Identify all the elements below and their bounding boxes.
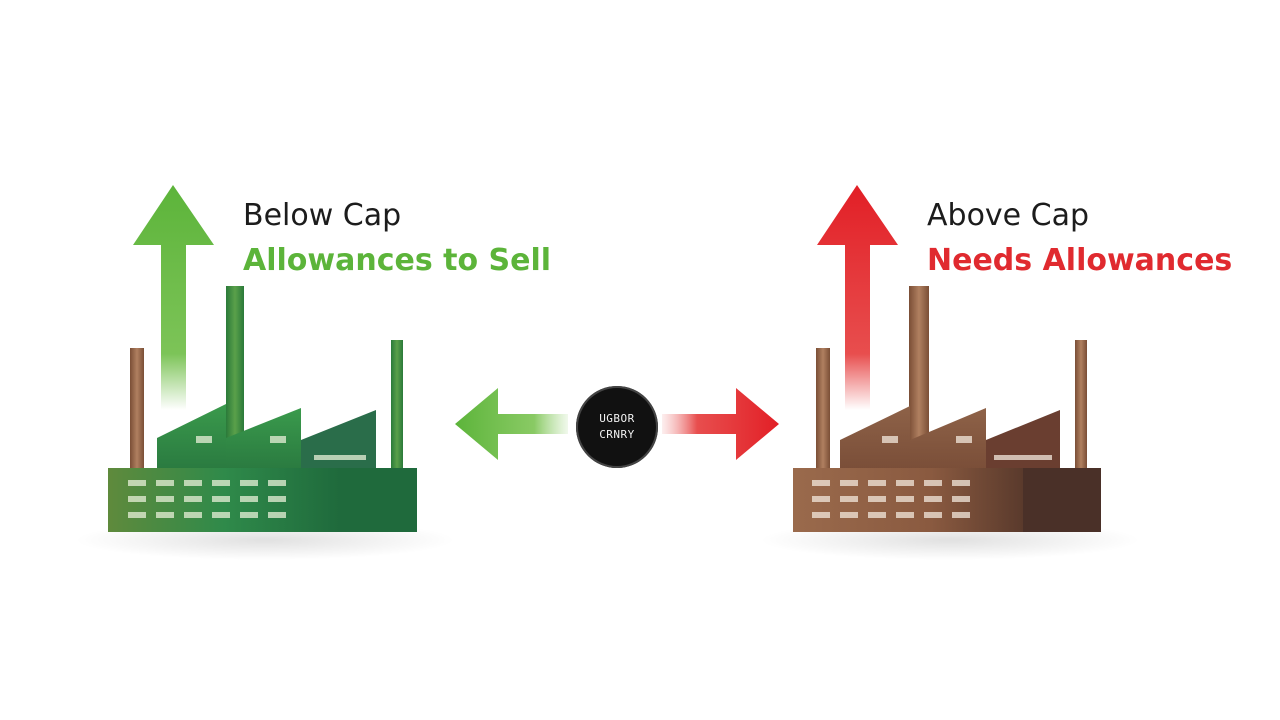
right-up-arrow-icon <box>817 185 898 410</box>
left-up-arrow-icon <box>133 185 214 410</box>
left-subtitle: Allowances to Sell <box>243 243 552 278</box>
right-factory <box>760 185 1140 560</box>
center-badge-line2: CRNRY <box>599 428 635 441</box>
center-badge-line1: UGBOR <box>599 412 635 425</box>
right-subtitle: Needs Allowances <box>927 243 1233 278</box>
center-badge: UGBOR CRNRY <box>576 386 658 468</box>
left-title: Below Cap <box>243 198 402 233</box>
left-factory <box>75 185 455 560</box>
left-side-arrow-icon <box>455 388 568 460</box>
right-title: Above Cap <box>927 198 1090 233</box>
right-side-arrow-icon <box>662 388 779 460</box>
